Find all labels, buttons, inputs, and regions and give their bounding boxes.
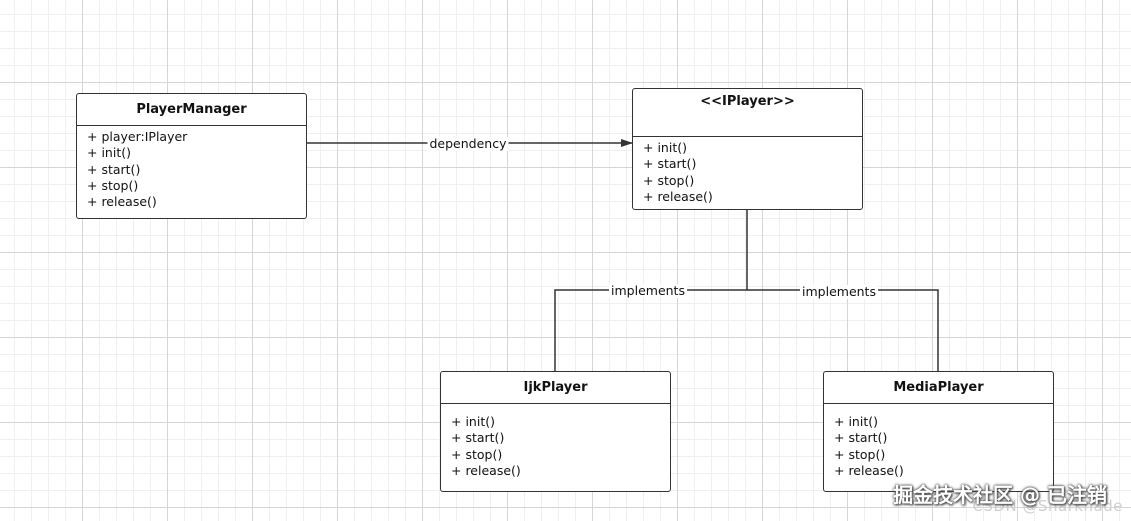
dependency-label: dependency xyxy=(427,136,509,151)
class-member: + player:IPlayer xyxy=(87,129,188,144)
interface-member: + release() xyxy=(643,188,713,204)
watermark-primary: 掘金技术社区 @ 已注销 xyxy=(893,483,1107,507)
interface-member: + init() xyxy=(643,140,687,155)
interface-member: + start() xyxy=(643,156,697,172)
class-title: MediaPlayer xyxy=(824,372,1053,404)
implements-label-right: implements xyxy=(800,284,878,299)
class-member: + start() xyxy=(834,430,888,446)
interface-members: + init() + start() + stop() + release() xyxy=(633,137,862,205)
class-member: + stop() xyxy=(87,177,139,193)
class-member: + stop() xyxy=(834,446,886,462)
implements-label-left: implements xyxy=(609,283,687,298)
class-media-player[interactable]: MediaPlayer + init() + start() + stop() … xyxy=(823,371,1054,492)
interface-member: + stop() xyxy=(643,172,695,188)
class-member: + start() xyxy=(87,161,141,177)
interface-iplayer[interactable]: <<IPlayer>> + init() + start() + stop() … xyxy=(632,88,863,210)
interface-title: <<IPlayer>> xyxy=(633,89,862,137)
class-members: + player:IPlayer + init() + start() + st… xyxy=(77,126,306,210)
class-member: + release() xyxy=(451,462,521,478)
class-member: + release() xyxy=(87,194,157,210)
class-member: + release() xyxy=(834,462,904,478)
class-title: PlayerManager xyxy=(77,94,306,126)
class-member: + start() xyxy=(451,430,505,446)
class-player-manager[interactable]: PlayerManager + player:IPlayer + init() … xyxy=(76,93,307,219)
watermark-secondary: CSDN @Sharknade xyxy=(972,497,1123,515)
class-member: + init() xyxy=(87,145,131,161)
class-ijk-player[interactable]: IjkPlayer + init() + start() + stop() + … xyxy=(440,371,671,492)
class-members: + init() + start() + stop() + release() xyxy=(441,404,670,479)
implements-connector-mediaplayer[interactable] xyxy=(747,289,939,371)
class-members: + init() + start() + stop() + release() xyxy=(824,404,1053,479)
class-member: + init() xyxy=(834,414,878,429)
class-member: + stop() xyxy=(451,446,503,462)
class-member: + init() xyxy=(451,414,495,429)
class-title: IjkPlayer xyxy=(441,372,670,404)
